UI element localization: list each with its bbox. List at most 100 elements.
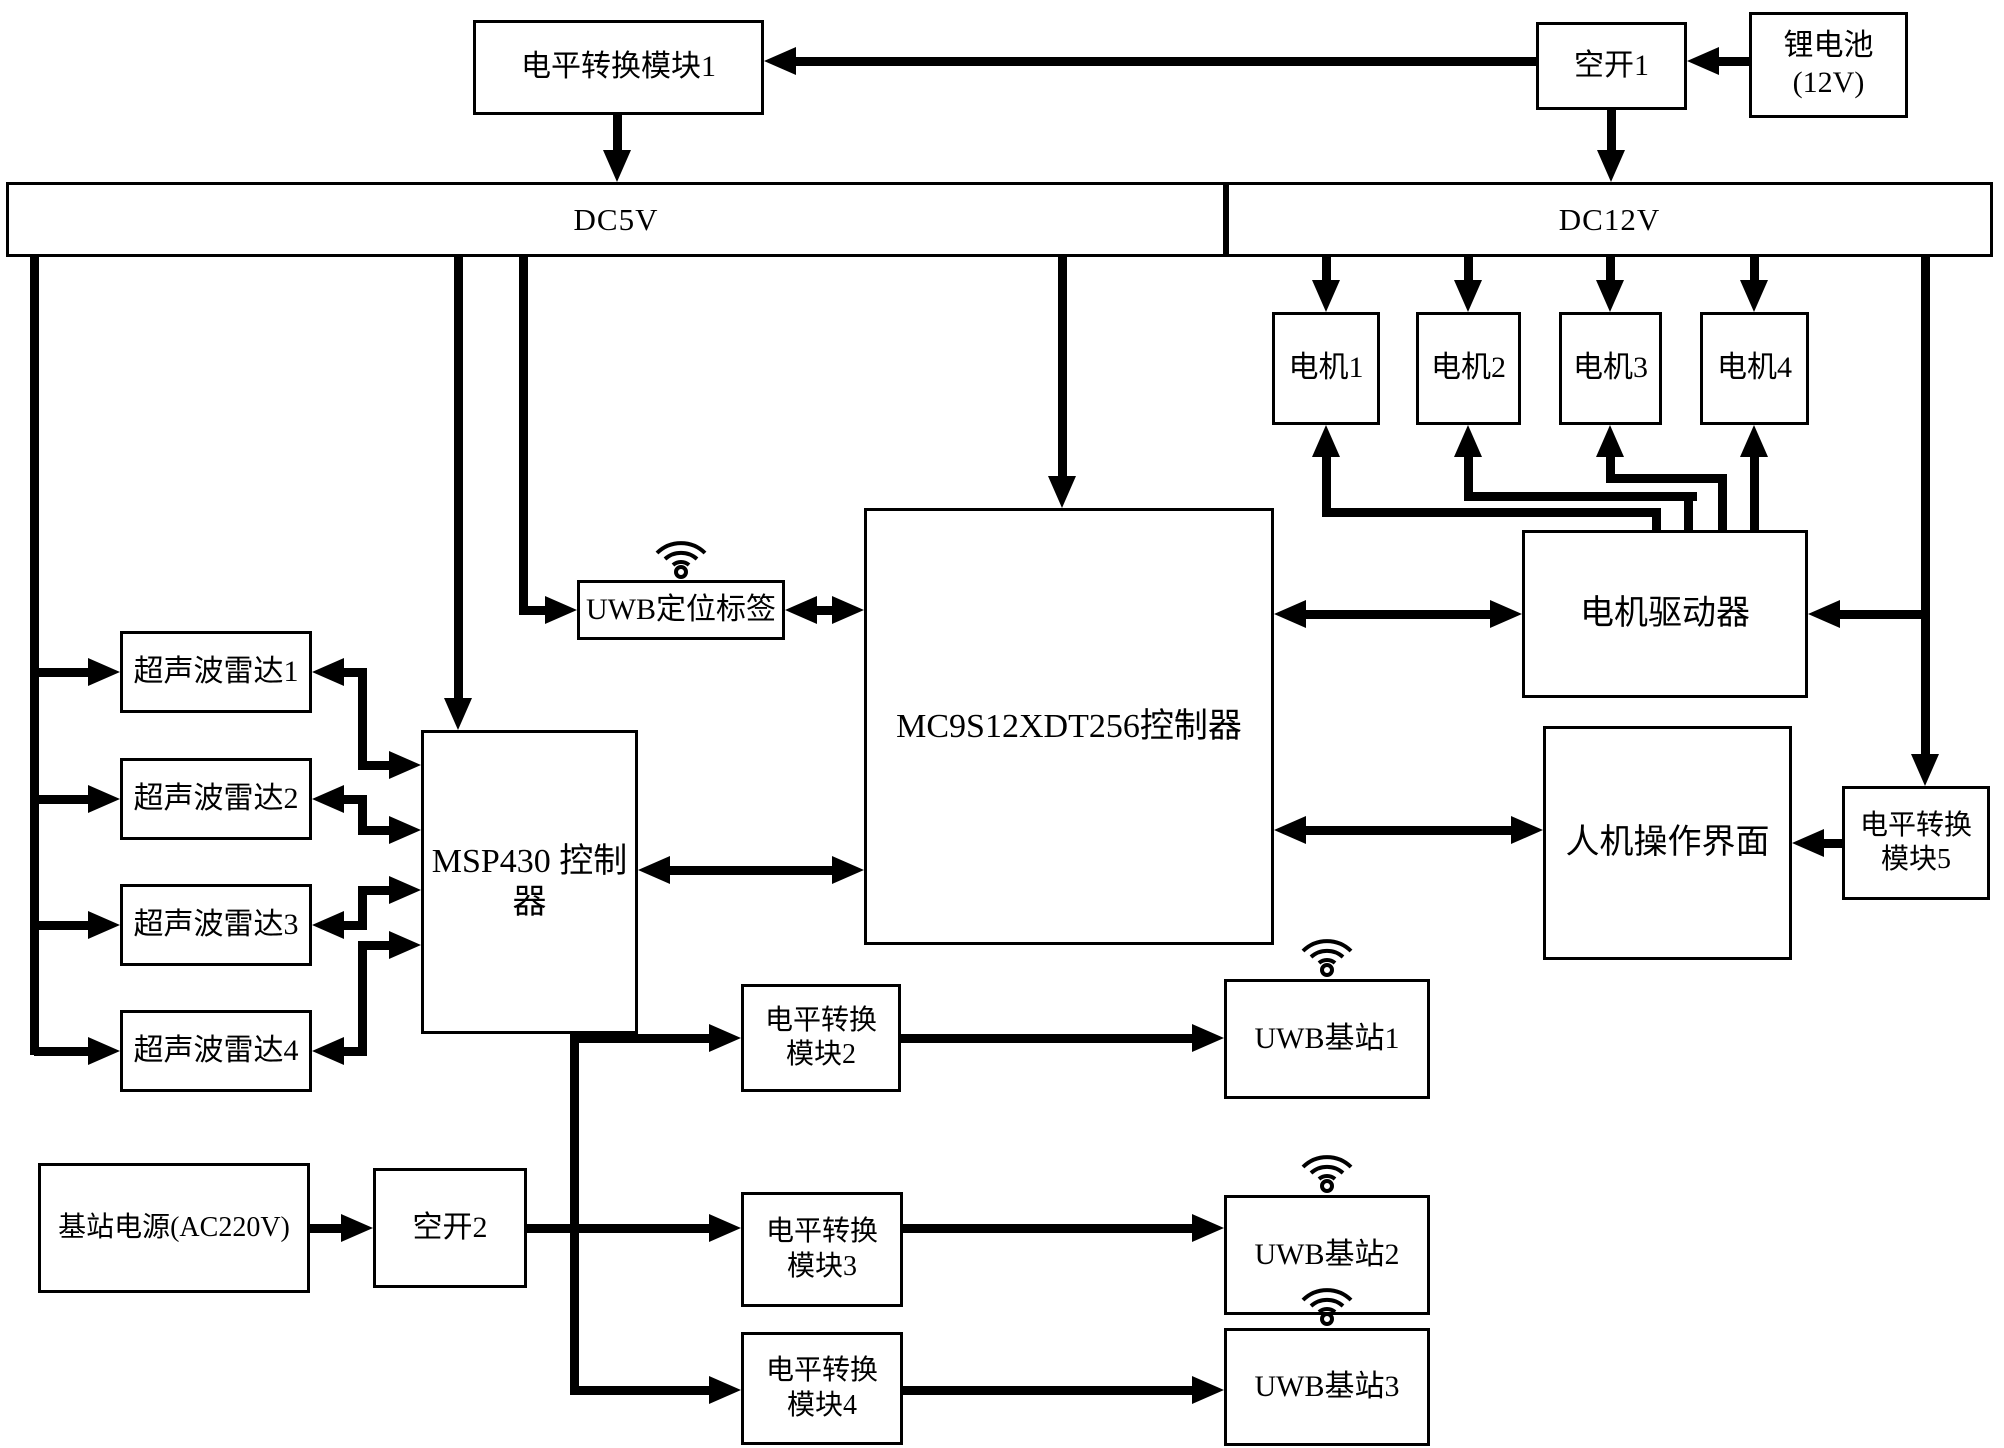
arrowhead bbox=[785, 596, 817, 624]
ultrasonic-radar4-box: 超声波雷达4 bbox=[120, 1010, 312, 1092]
connector-line bbox=[34, 668, 88, 677]
arrowhead bbox=[832, 856, 864, 884]
wifi-antenna-icon bbox=[655, 541, 707, 579]
level-converter-module1-box: 电平转换模块1 bbox=[473, 20, 764, 115]
connector-line bbox=[34, 795, 88, 804]
arrowhead bbox=[1808, 600, 1840, 628]
uwb-station1-box: UWB基站1 bbox=[1224, 979, 1430, 1099]
connector-line bbox=[901, 1034, 1192, 1043]
breaker1-box: 空开1 bbox=[1536, 22, 1687, 110]
motor1-box: 电机1 bbox=[1272, 312, 1380, 425]
uwb-station2-label: UWB基站2 bbox=[1254, 1237, 1400, 1271]
ultrasonic-radar2-label: 超声波雷达2 bbox=[133, 781, 299, 815]
level-converter-module1-label: 电平转换模块1 bbox=[521, 50, 716, 84]
arrowhead bbox=[1312, 280, 1340, 312]
dc12v-bus: DC12V bbox=[1226, 182, 1993, 257]
connector-line bbox=[358, 795, 367, 835]
uwb-station2-box: UWB基站2 bbox=[1224, 1195, 1430, 1315]
uwb-tag-box: UWB定位标签 bbox=[577, 580, 785, 640]
arrowhead bbox=[389, 876, 421, 904]
ultrasonic-radar4-label: 超声波雷达4 bbox=[133, 1033, 299, 1067]
arrowhead bbox=[1792, 829, 1824, 857]
arrowhead bbox=[88, 785, 120, 813]
connector-line bbox=[903, 1224, 1192, 1233]
arrowhead bbox=[1740, 425, 1768, 457]
dc12v-bus-label: DC12V bbox=[1558, 201, 1661, 237]
connector-line bbox=[344, 1047, 366, 1056]
arrowhead bbox=[1048, 476, 1076, 508]
arrowhead bbox=[1454, 280, 1482, 312]
level-converter-module2-box: 电平转换 模块2 bbox=[741, 984, 901, 1092]
connector-line bbox=[30, 257, 39, 1055]
connector-line bbox=[1652, 508, 1661, 530]
motor2-label: 电机2 bbox=[1431, 351, 1506, 385]
connector-line bbox=[1464, 457, 1473, 496]
connector-line bbox=[34, 1047, 88, 1056]
level-converter-module2-line1: 电平转换 bbox=[764, 1004, 877, 1036]
arrowhead bbox=[88, 1037, 120, 1065]
connector-line bbox=[1684, 492, 1693, 530]
connector-line bbox=[1464, 257, 1473, 280]
arrowhead bbox=[389, 931, 421, 959]
ultrasonic-radar1-box: 超声波雷达1 bbox=[120, 631, 312, 713]
connector-line bbox=[613, 115, 622, 150]
level-converter-module3-line2: 模块3 bbox=[786, 1250, 857, 1282]
arrowhead bbox=[312, 911, 344, 939]
battery-box: 锂电池 (12V) bbox=[1749, 12, 1908, 118]
motor1-label: 电机1 bbox=[1288, 351, 1364, 385]
level-converter-module5-line1: 电平转换 bbox=[1859, 809, 1972, 841]
connector-line bbox=[1750, 257, 1759, 280]
arrowhead bbox=[389, 816, 421, 844]
breaker2-label: 空开2 bbox=[412, 1210, 488, 1244]
motor-driver-label: 电机驱动器 bbox=[1580, 595, 1750, 633]
connector-line bbox=[1322, 257, 1331, 280]
connector-line bbox=[1921, 257, 1930, 754]
connector-line bbox=[1606, 474, 1727, 483]
arrowhead bbox=[1192, 1214, 1224, 1242]
connector-line bbox=[358, 886, 367, 930]
motor3-box: 电机3 bbox=[1559, 312, 1662, 425]
connector-line bbox=[358, 826, 389, 835]
wifi-antenna-icon bbox=[1301, 1288, 1353, 1326]
level-converter-module2-line2: 模块2 bbox=[785, 1039, 856, 1070]
hmi-box: 人机操作界面 bbox=[1543, 726, 1792, 960]
battery-label-line1: 锂电池 bbox=[1783, 29, 1874, 63]
level-converter-module3-box: 电平转换 模块3 bbox=[741, 1192, 903, 1307]
motor-driver-box: 电机驱动器 bbox=[1522, 530, 1808, 698]
arrowhead bbox=[444, 698, 472, 730]
connector-line bbox=[570, 1034, 709, 1043]
msp430-controller-box: MSP430 控制器 bbox=[421, 730, 638, 1034]
connector-line bbox=[1322, 457, 1331, 516]
level-converter-module3-line1: 电平转换 bbox=[765, 1216, 878, 1248]
connector-line bbox=[344, 921, 366, 930]
connector-line bbox=[1464, 492, 1697, 501]
arrowhead bbox=[709, 1214, 741, 1242]
arrowhead bbox=[1740, 280, 1768, 312]
main-controller-label: MC9S12XDT256控制器 bbox=[896, 707, 1242, 745]
connector-line bbox=[1840, 610, 1925, 619]
arrowhead bbox=[312, 658, 344, 686]
arrowhead bbox=[1596, 425, 1624, 457]
arrowhead bbox=[312, 1037, 344, 1065]
ultrasonic-radar1-label: 超声波雷达1 bbox=[133, 654, 299, 688]
connector-line bbox=[1606, 457, 1615, 482]
connector-line bbox=[34, 921, 88, 930]
motor2-box: 电机2 bbox=[1416, 312, 1521, 425]
arrowhead bbox=[1454, 425, 1482, 457]
uwb-station3-box: UWB基站3 bbox=[1224, 1328, 1430, 1446]
arrowhead bbox=[1596, 280, 1624, 312]
arrowhead bbox=[312, 785, 344, 813]
connector-line bbox=[527, 1224, 709, 1233]
arrowhead bbox=[1597, 150, 1625, 182]
connector-line bbox=[1306, 826, 1511, 835]
connector-line bbox=[1718, 474, 1727, 530]
connector-line bbox=[358, 941, 389, 950]
motor4-label: 电机4 bbox=[1717, 351, 1792, 385]
connector-line bbox=[570, 1034, 579, 1394]
arrowhead bbox=[1511, 816, 1543, 844]
station-power-box: 基站电源(AC220V) bbox=[38, 1163, 310, 1293]
motor4-box: 电机4 bbox=[1700, 312, 1809, 425]
connector-line bbox=[1306, 610, 1490, 619]
motor3-label: 电机3 bbox=[1573, 351, 1648, 385]
